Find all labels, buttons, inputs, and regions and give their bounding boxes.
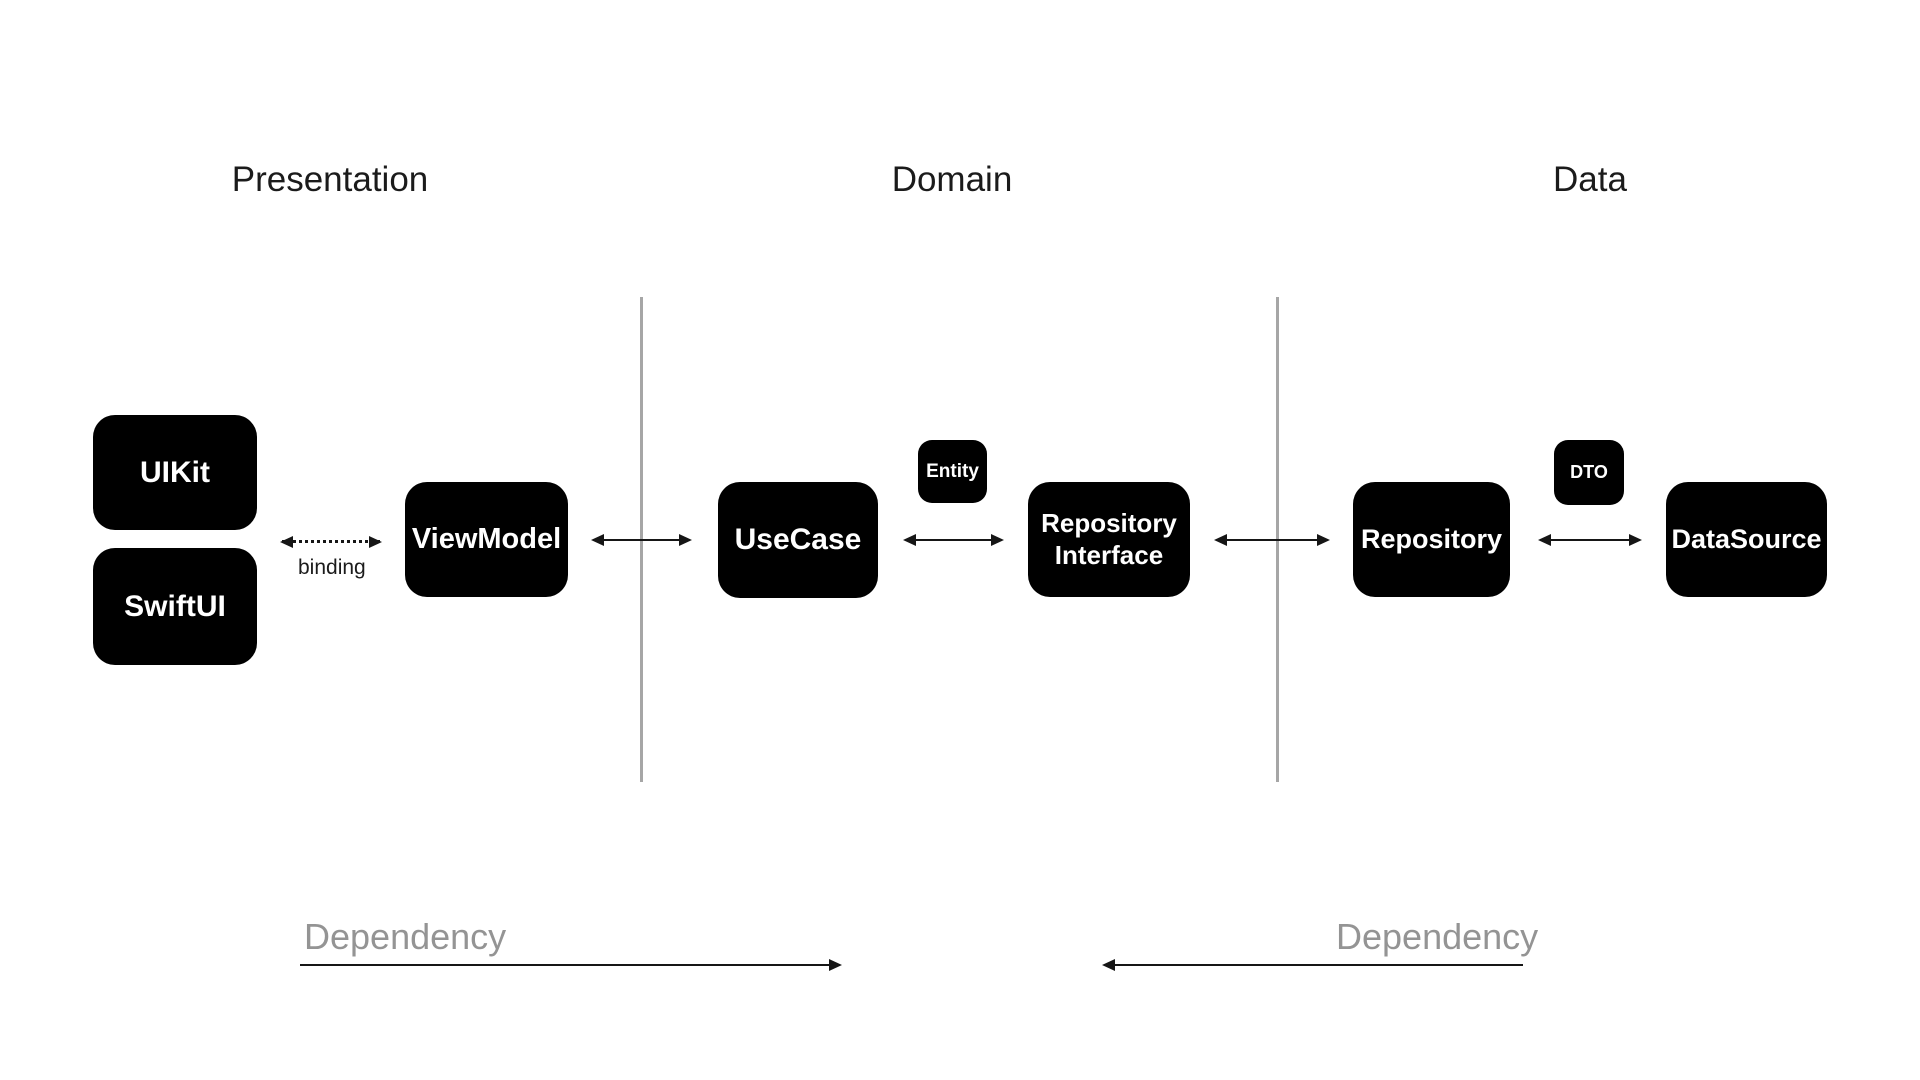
node-entity: Entity — [918, 440, 987, 503]
dependency-label-left: Dependency — [304, 916, 507, 957]
node-repository: Repository — [1353, 482, 1510, 597]
node-uikit: UIKit — [93, 415, 257, 530]
node-repository-interface: Repository Interface — [1028, 482, 1190, 597]
section-label-domain: Domain — [891, 160, 1013, 199]
arrow-viewmodel-usecase — [591, 533, 692, 546]
arrow-repository-datasource — [1538, 533, 1642, 546]
section-label-data: Data — [1553, 160, 1627, 199]
node-datasource: DataSource — [1666, 482, 1827, 597]
node-swiftui: SwiftUI — [93, 548, 257, 665]
node-dto: DTO — [1554, 440, 1624, 505]
node-viewmodel: ViewModel — [405, 482, 568, 597]
section-label-presentation: Presentation — [231, 160, 429, 199]
binding-label: binding — [298, 556, 366, 579]
dependency-label-right: Dependency — [1336, 916, 1539, 957]
dependency-arrow-right — [1102, 958, 1523, 971]
dependency-arrow-left — [300, 958, 842, 971]
arrow-usecase-repository-interface — [903, 533, 1004, 546]
node-usecase: UseCase — [718, 482, 878, 598]
binding-dotted-arrow — [280, 535, 382, 548]
arrow-repository-interface-repository — [1214, 533, 1330, 546]
